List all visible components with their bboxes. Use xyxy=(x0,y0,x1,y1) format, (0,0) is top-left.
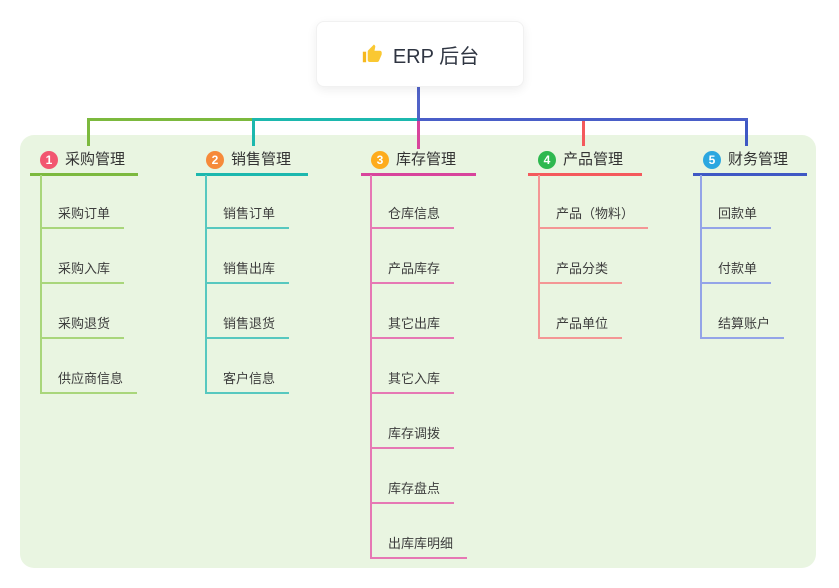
branch-number-badge: 4 xyxy=(538,150,556,169)
root-node-erp[interactable]: ERP 后台 xyxy=(316,21,524,87)
branch-label: 销售管理 xyxy=(231,151,292,168)
root-node-label: ERP 后台 xyxy=(392,45,480,68)
connector-drop-4 xyxy=(582,121,585,146)
connector-root-stem xyxy=(417,84,420,121)
connector-bus-blue xyxy=(417,118,748,121)
branch-underline-3 xyxy=(361,173,476,176)
branch-underline-1 xyxy=(30,173,138,176)
branch-underline-5 xyxy=(693,173,807,176)
branch-underline-2 xyxy=(196,173,308,176)
child-item[interactable]: 销售订单 xyxy=(205,206,290,229)
connector-bus-green xyxy=(87,118,255,121)
child-item[interactable]: 库存调拨 xyxy=(370,426,455,449)
child-item[interactable]: 产品（物料） xyxy=(538,206,649,229)
child-trunk-1 xyxy=(40,175,42,394)
child-trunk-2 xyxy=(205,175,207,394)
child-trunk-5 xyxy=(700,175,702,339)
thumbs-up-icon xyxy=(361,43,383,65)
branch-node-1[interactable]: 1 采购管理 xyxy=(40,150,125,169)
child-item[interactable]: 结算账户 xyxy=(700,316,785,339)
child-item[interactable]: 回款单 xyxy=(700,206,772,229)
child-item[interactable]: 付款单 xyxy=(700,261,772,284)
child-item[interactable]: 客户信息 xyxy=(205,371,290,394)
connector-drop-3 xyxy=(417,121,420,149)
branch-number-badge: 2 xyxy=(206,150,224,169)
branch-label: 采购管理 xyxy=(65,151,126,168)
branch-node-4[interactable]: 4 产品管理 xyxy=(538,150,623,169)
mindmap-panel xyxy=(20,135,816,568)
child-item[interactable]: 销售出库 xyxy=(205,261,290,284)
child-item[interactable]: 库存盘点 xyxy=(370,481,455,504)
child-item[interactable]: 其它出库 xyxy=(370,316,455,339)
child-item[interactable]: 采购订单 xyxy=(40,206,125,229)
child-item[interactable]: 出库库明细 xyxy=(370,536,468,559)
branch-number-badge: 3 xyxy=(371,150,389,169)
branch-node-3[interactable]: 3 库存管理 xyxy=(371,150,456,169)
child-trunk-4 xyxy=(538,175,540,339)
branch-label: 财务管理 xyxy=(728,151,789,168)
connector-bus-teal xyxy=(252,118,420,121)
branch-number-badge: 1 xyxy=(40,150,58,169)
child-item[interactable]: 产品库存 xyxy=(370,261,455,284)
branch-label: 产品管理 xyxy=(563,151,624,168)
child-item[interactable]: 供应商信息 xyxy=(40,371,138,394)
child-item[interactable]: 采购入库 xyxy=(40,261,125,284)
child-item[interactable]: 其它入库 xyxy=(370,371,455,394)
connector-drop-2 xyxy=(252,121,255,146)
child-trunk-3 xyxy=(370,175,372,559)
child-item[interactable]: 仓库信息 xyxy=(370,206,455,229)
child-item[interactable]: 产品单位 xyxy=(538,316,623,339)
branch-label: 库存管理 xyxy=(396,151,457,168)
branch-node-2[interactable]: 2 销售管理 xyxy=(206,150,291,169)
branch-underline-4 xyxy=(528,173,642,176)
child-item[interactable]: 采购退货 xyxy=(40,316,125,339)
child-item[interactable]: 销售退货 xyxy=(205,316,290,339)
connector-drop-5 xyxy=(745,121,748,146)
connector-drop-1 xyxy=(87,121,90,146)
child-item[interactable]: 产品分类 xyxy=(538,261,623,284)
branch-node-5[interactable]: 5 财务管理 xyxy=(703,150,788,169)
branch-number-badge: 5 xyxy=(703,150,721,169)
